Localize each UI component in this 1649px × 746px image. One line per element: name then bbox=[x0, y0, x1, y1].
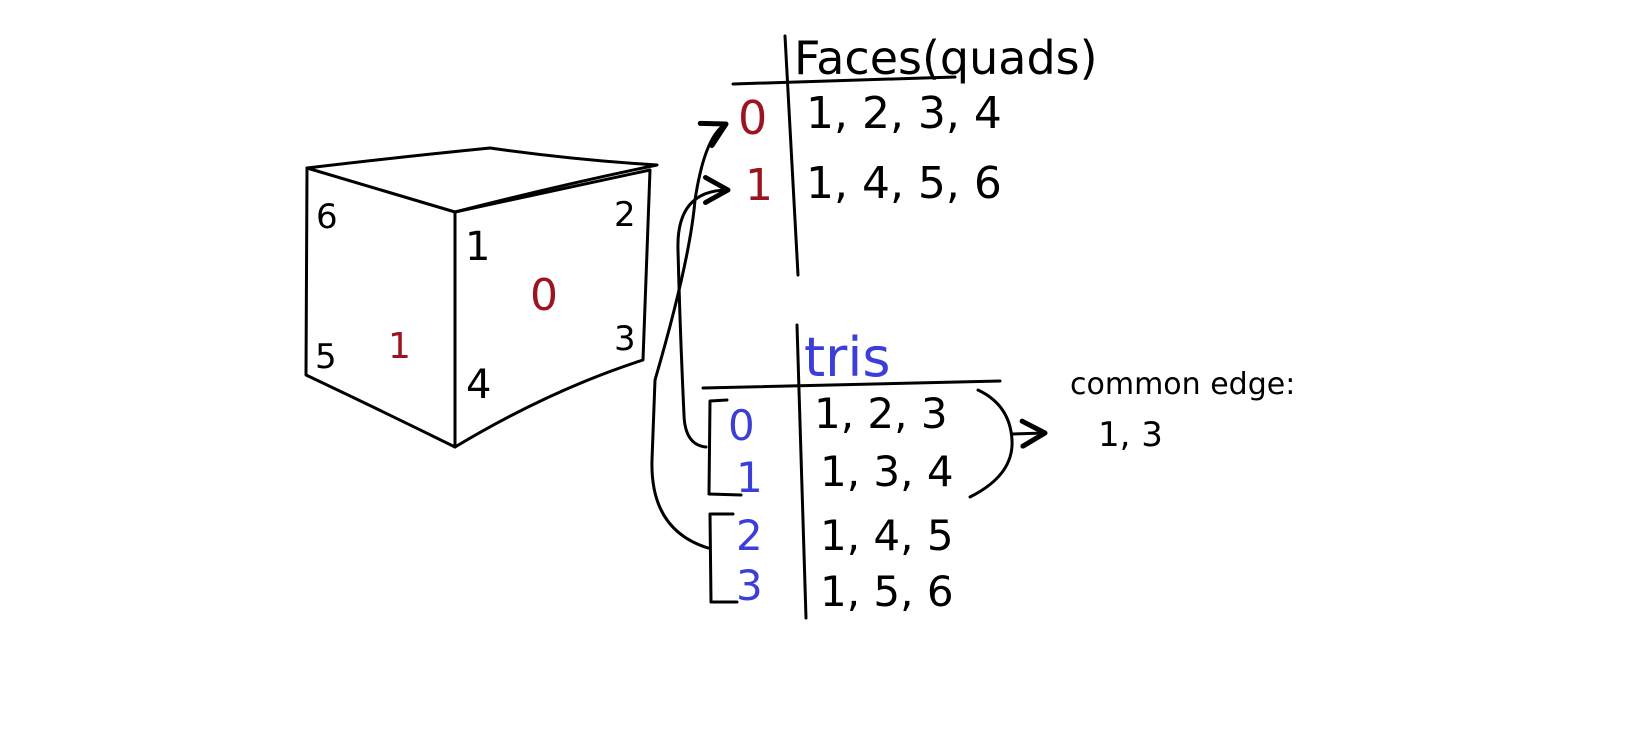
cube-face-label-0: 0 bbox=[530, 270, 558, 321]
common-edge-value: 1, 3 bbox=[1098, 415, 1163, 455]
cube-vertex-3: 3 bbox=[614, 319, 636, 359]
quads-row-1-verts: 1, 4, 5, 6 bbox=[806, 158, 1002, 209]
cube-vertex-5: 5 bbox=[315, 337, 337, 377]
quads-row-0-verts: 1, 2, 3, 4 bbox=[806, 88, 1002, 139]
tris-row-0-index: 0 bbox=[728, 401, 755, 450]
cube-drawing: 6 1 2 5 4 3 0 1 bbox=[304, 146, 659, 449]
tris-row-3-verts: 1, 5, 6 bbox=[820, 567, 954, 616]
arrow-tris-0-to-quad-1 bbox=[676, 175, 731, 449]
arrow-tris-2-to-quad-0 bbox=[650, 120, 729, 550]
tris-row-1-verts: 1, 3, 4 bbox=[820, 447, 954, 496]
quads-table-header: Faces(quads) bbox=[794, 31, 1098, 85]
cube-right-face-outline bbox=[453, 168, 652, 449]
cube-vertex-2: 2 bbox=[614, 195, 636, 235]
cube-vertex-1: 1 bbox=[465, 224, 490, 270]
cube-vertex-4: 4 bbox=[466, 362, 491, 408]
cube-vertex-6: 6 bbox=[316, 197, 338, 237]
common-edge-brace bbox=[968, 388, 1014, 499]
tris-bracket-face-1 bbox=[708, 512, 739, 604]
tris-row-2-verts: 1, 4, 5 bbox=[820, 511, 954, 560]
cube-left-face-outline bbox=[304, 166, 457, 449]
common-edge-label: common edge: bbox=[1070, 367, 1295, 402]
tris-table-vertical-rule bbox=[795, 323, 808, 620]
cube-face-label-1: 1 bbox=[388, 326, 411, 367]
common-edge-annotation: common edge: 1, 3 bbox=[1070, 367, 1295, 455]
tris-bracket-face-0 bbox=[707, 398, 743, 497]
cube-top-face-outline bbox=[305, 146, 659, 214]
quads-table-horizontal-rule bbox=[731, 75, 957, 86]
arrow-brace-to-common-edge bbox=[1010, 418, 1048, 449]
tris-row-2-index: 2 bbox=[736, 511, 763, 560]
quads-row-1-index: 1 bbox=[745, 160, 773, 211]
mapping-arrows bbox=[650, 120, 1048, 550]
tris-table: tris 0 1, 2, 3 1 1, 3, 4 2 1, 4, 5 3 1, … bbox=[701, 323, 1014, 620]
quads-row-0-index: 0 bbox=[738, 91, 767, 145]
tris-table-horizontal-rule bbox=[701, 379, 1002, 390]
tris-row-3-index: 3 bbox=[736, 561, 763, 610]
quads-table: Faces(quads) 0 1, 2, 3, 4 1 1, 4, 5, 6 bbox=[731, 31, 1098, 277]
quads-table-vertical-rule bbox=[783, 34, 800, 277]
tris-row-0-verts: 1, 2, 3 bbox=[814, 389, 948, 438]
tris-table-header: tris bbox=[804, 326, 891, 389]
